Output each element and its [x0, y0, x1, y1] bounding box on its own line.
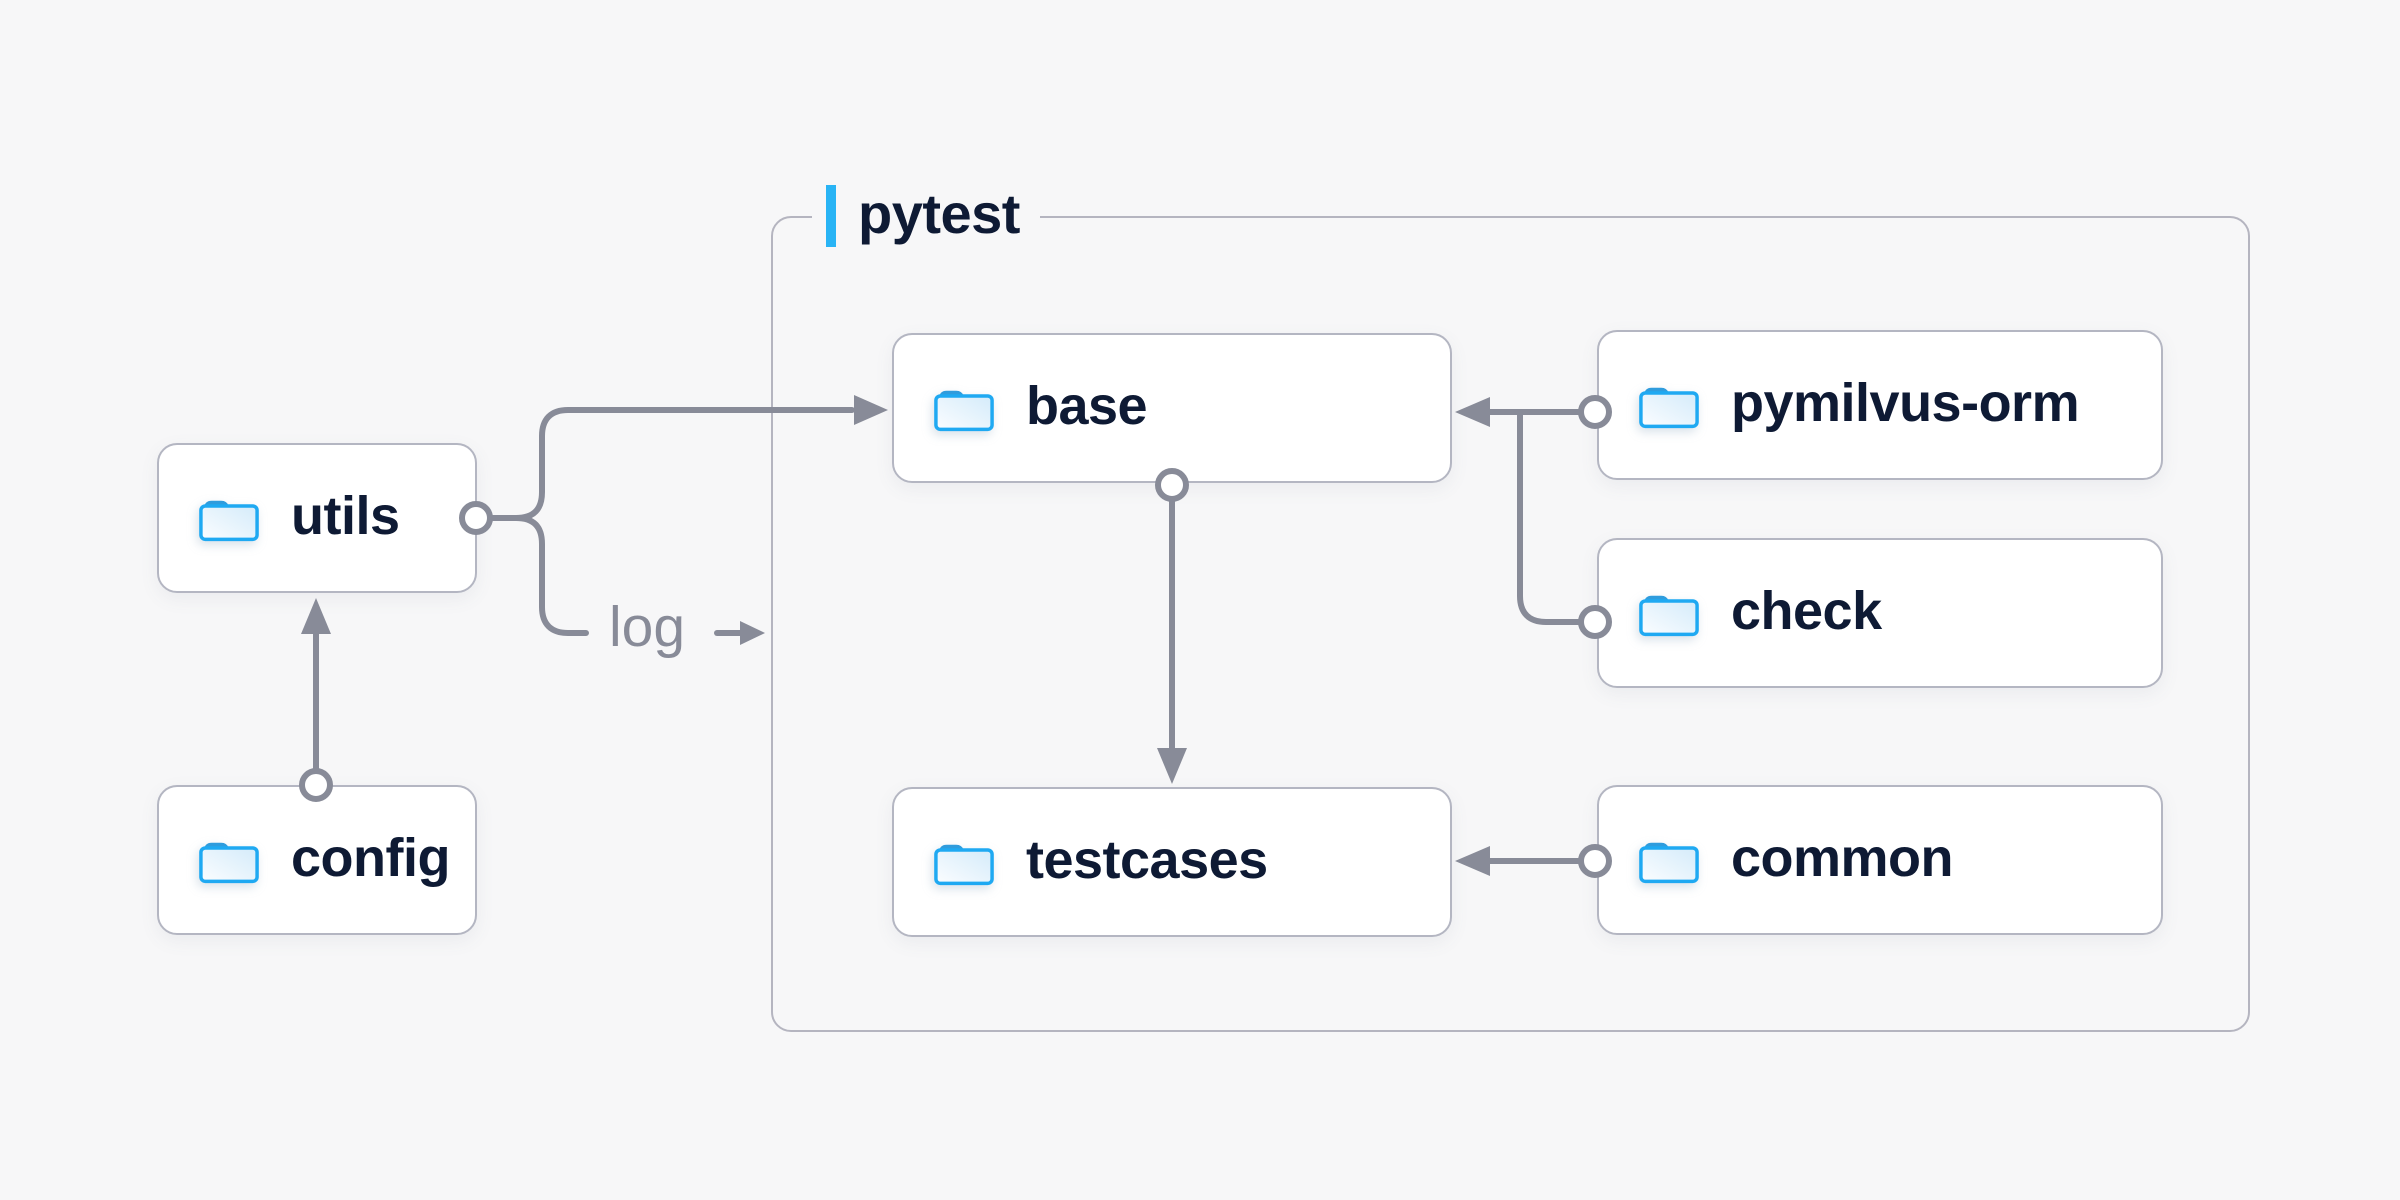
node-utils: utils — [157, 443, 477, 593]
folder-icon — [1639, 385, 1699, 429]
pytest-group-label: pytest — [812, 184, 1040, 248]
node-config: config — [157, 785, 477, 935]
accent-bar — [826, 185, 836, 247]
node-label: testcases — [1026, 830, 1268, 890]
edge-label-log: log — [609, 595, 686, 659]
folder-icon — [1639, 593, 1699, 637]
folder-icon — [199, 498, 259, 542]
node-pymilvus-orm: pymilvus-orm — [1597, 330, 2163, 480]
log-arrowhead — [740, 621, 765, 645]
folder-icon — [199, 840, 259, 884]
node-label: base — [1026, 376, 1148, 436]
node-label: check — [1731, 581, 1882, 641]
edge-line-to-log — [513, 515, 589, 636]
node-label: common — [1731, 828, 1954, 888]
node-common: common — [1597, 785, 2163, 935]
arrowhead-up — [301, 598, 331, 634]
node-testcases: testcases — [892, 787, 1452, 937]
folder-icon — [934, 388, 994, 432]
edge-config-to-utils — [299, 598, 333, 802]
pytest-group-title: pytest — [858, 182, 1020, 245]
folder-icon — [1639, 840, 1699, 884]
folder-icon — [934, 842, 994, 886]
node-label: utils — [291, 486, 400, 546]
node-label: config — [291, 828, 450, 888]
node-check: check — [1597, 538, 2163, 688]
pytest-group-box — [771, 216, 2250, 1032]
node-label: pymilvus-orm — [1731, 373, 2080, 433]
node-base: base — [892, 333, 1452, 483]
